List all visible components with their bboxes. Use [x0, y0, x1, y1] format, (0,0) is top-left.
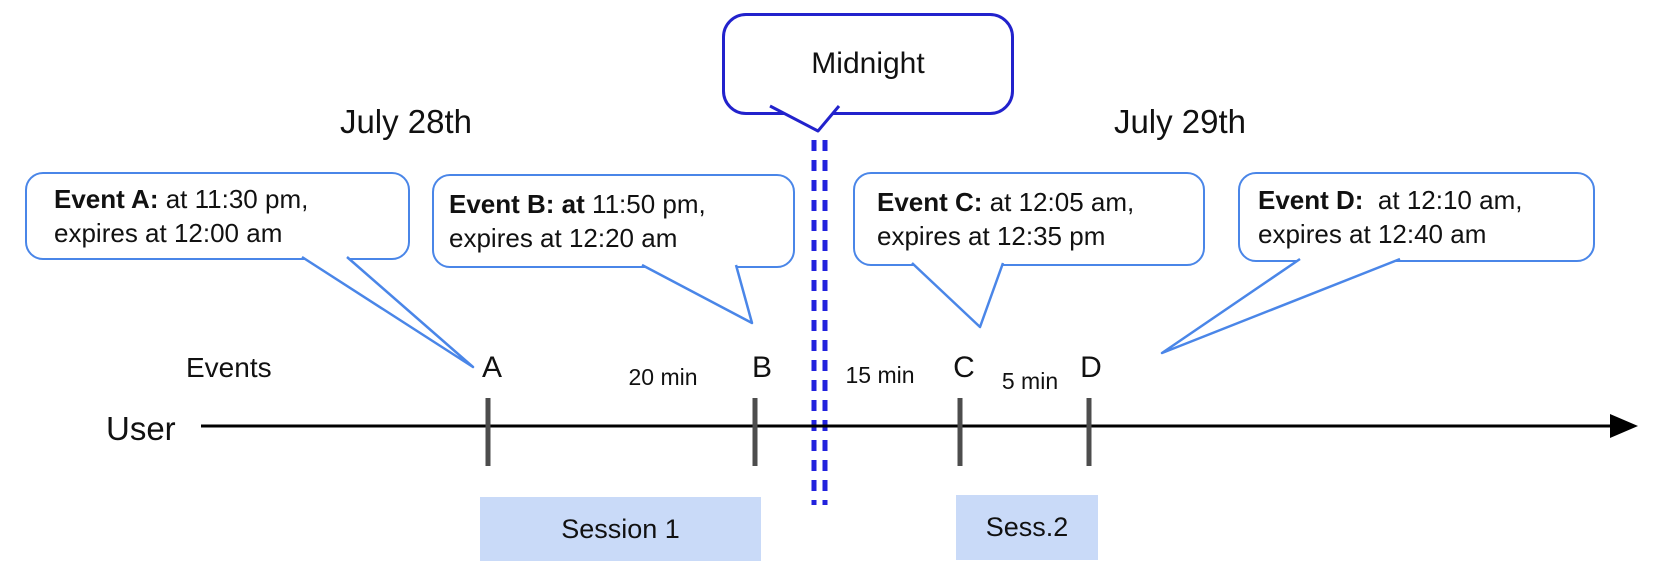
event-c-line1: Event C: at 12:05 am, [877, 187, 1135, 217]
tick-label-a: A [481, 351, 502, 384]
midnight-callout: Midnight [722, 13, 1014, 115]
session-2-box: Sess.2 [956, 495, 1098, 560]
gap-label-15min: 15 min [845, 362, 915, 388]
event-b-callout-tail [641, 263, 754, 325]
gap-label-5min: 5 min [1001, 368, 1059, 394]
events-axis-label: Events [186, 352, 272, 383]
event-a-callout-tail [301, 255, 475, 369]
event-d-line2: expires at 12:40 am [1258, 219, 1487, 249]
session-1-box: Session 1 [480, 497, 761, 561]
date-label-july-28: July 28th [339, 103, 473, 140]
event-b-callout: Event B: at 11:50 pm, expires at 12:20 a… [432, 174, 795, 268]
tick-label-d: D [1080, 351, 1102, 384]
event-d-callout: Event D: at 12:10 am, expires at 12:40 a… [1238, 172, 1595, 262]
tick-label-b: B [751, 351, 772, 384]
user-axis-label: User [106, 410, 176, 447]
event-a-line2: expires at 12:00 am [54, 218, 283, 248]
event-c-line2: expires at 12:35 pm [877, 221, 1106, 251]
event-b-line1: Event B: at 11:50 pm, [449, 189, 706, 219]
gap-label-20min: 20 min [628, 364, 698, 390]
tick-label-c: C [953, 351, 975, 384]
midnight-label: Midnight [811, 47, 925, 80]
event-c-callout-tail [911, 262, 1005, 329]
event-d-callout-tail [1160, 257, 1401, 355]
event-d-line1: Event D: at 12:10 am, [1258, 185, 1523, 215]
event-a-callout: Event A: at 11:30 pm, expires at 12:00 a… [25, 172, 410, 260]
event-c-callout: Event C: at 12:05 am, expires at 12:35 p… [853, 172, 1205, 266]
date-label-july-29: July 29th [1113, 103, 1247, 140]
session-2-label: Sess.2 [985, 512, 1069, 542]
event-a-line1: Event A: at 11:30 pm, [54, 184, 309, 214]
timeline-arrowhead [1610, 414, 1638, 438]
event-b-line2: expires at 12:20 am [449, 223, 678, 253]
session-1-label: Session 1 [561, 513, 680, 544]
